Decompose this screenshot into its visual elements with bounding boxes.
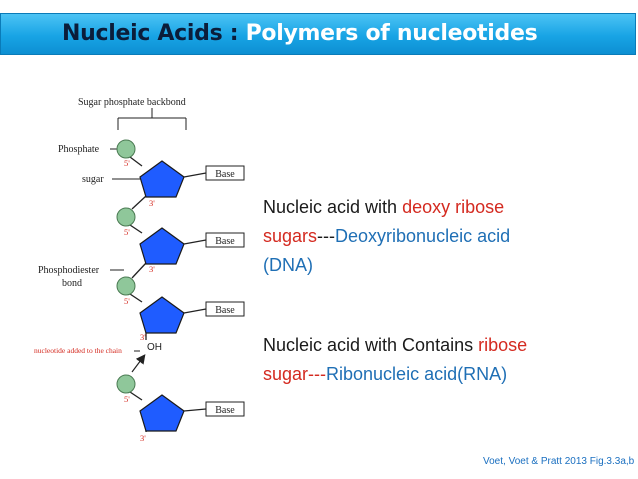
sugar-pentagon — [139, 296, 185, 334]
title-part-1: Nucleic Acids : — [62, 21, 239, 46]
phosphodiester-label: Phosphodiester — [38, 265, 100, 276]
sugar-pentagon — [139, 227, 185, 265]
added-nucleotide-label: nucleotide added to the chain — [34, 346, 122, 355]
three-prime-label: 3' — [149, 264, 155, 274]
title-bar — [0, 13, 636, 55]
base-label: Base — [215, 305, 235, 316]
connector-s2-p3 — [131, 262, 147, 279]
rna-line-1: Nucleic acid with Contains ribose — [263, 335, 528, 355]
oh-label: OH — [147, 342, 162, 353]
connector-p2-s2 — [129, 224, 143, 234]
sugar-pentagon — [139, 394, 185, 432]
base-box — [205, 232, 245, 248]
rna-line-2: sugar---Ribonucleic acid(RNA) — [263, 364, 508, 384]
phosphate-label: Phosphate — [58, 144, 100, 155]
connector-p3-s3 — [129, 293, 143, 303]
phosphate-circle — [116, 374, 136, 394]
nucleotide-chain-diagram: Sugar phosphate backbond Phosphate sugar… — [34, 97, 245, 443]
base-bond — [183, 408, 207, 412]
three-prime-label: 3' — [149, 198, 155, 208]
citation: Voet, Voet & Pratt 2013 Fig.3.3a,b — [483, 456, 635, 467]
phosphate-circle — [116, 276, 136, 296]
backbone-label: Sugar phosphate backbond — [78, 97, 186, 108]
base-label: Base — [215, 236, 235, 247]
three-prime-label: 3' — [140, 433, 146, 443]
phosphate-circle — [116, 207, 136, 227]
base-box — [205, 401, 245, 417]
connector-p1-s1 — [129, 156, 143, 167]
dna-description: Nucleic acid with deoxy ribose sugars---… — [263, 193, 510, 280]
phosphate-circle — [116, 139, 136, 159]
base-label: Base — [215, 405, 235, 416]
dna-line-2: sugars---Deoxyribonucleic acid — [263, 226, 511, 246]
title-part-2: Polymers of nucleotides — [245, 21, 538, 46]
connector-p4-s4 — [129, 391, 143, 401]
phosphodiester-label-2: bond — [62, 278, 82, 289]
sugar-pentagon — [139, 160, 185, 198]
base-box — [205, 165, 245, 181]
dna-line-1: Nucleic acid with deoxy ribose — [263, 197, 505, 217]
base-bond — [183, 308, 207, 314]
sugar-label: sugar — [82, 174, 104, 185]
rna-description: Nucleic acid with Contains ribose sugar-… — [263, 331, 527, 389]
dna-line-3: (DNA) — [263, 255, 313, 275]
three-prime-label: 3' — [140, 332, 146, 342]
base-bond — [183, 172, 207, 178]
five-prime-label: 5' — [124, 394, 130, 404]
base-bond — [183, 239, 207, 245]
connector-s1-p2 — [131, 195, 147, 210]
base-label: Base — [215, 169, 235, 180]
added-arrow — [131, 354, 146, 373]
slide-title: Nucleic Acids : Polymers of nucleotides — [62, 21, 538, 46]
five-prime-label: 5' — [124, 296, 130, 306]
five-prime-label: 5' — [124, 227, 130, 237]
five-prime-label: 5' — [124, 158, 130, 168]
base-box — [205, 301, 245, 317]
